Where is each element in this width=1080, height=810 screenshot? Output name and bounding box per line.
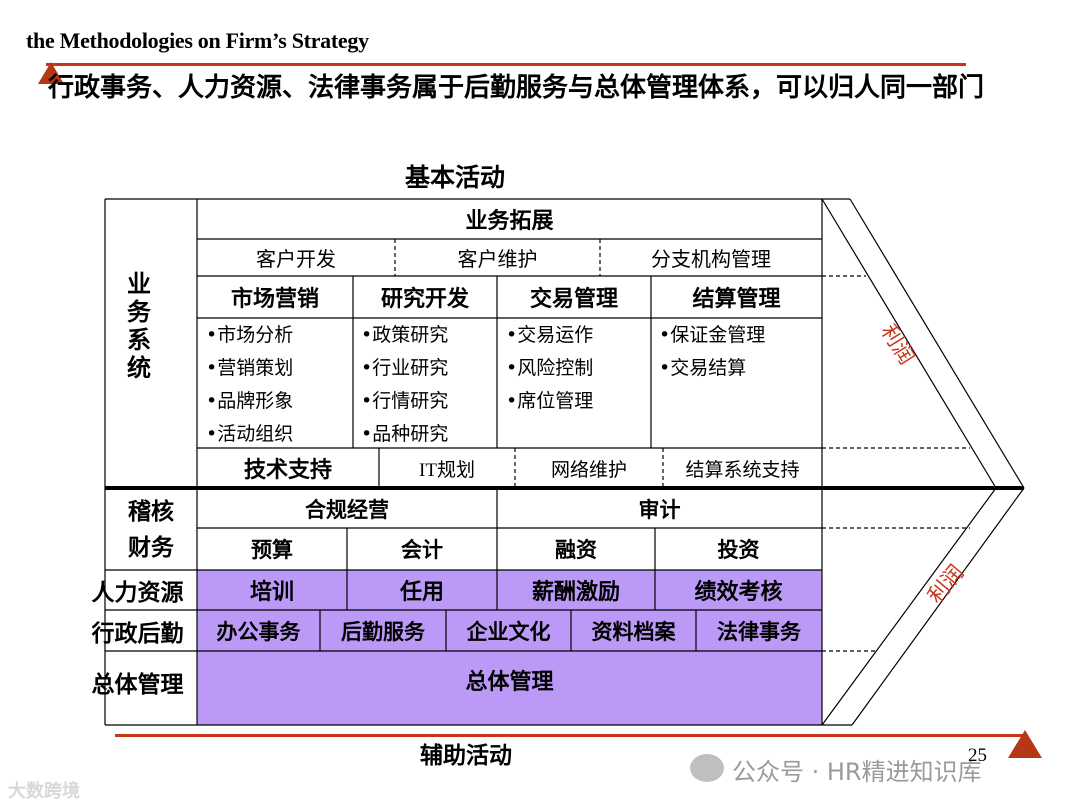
triangle-marker-icon [1008, 730, 1042, 758]
row-label-admin: 行政后勤 [91, 620, 184, 647]
admin-item-archives: 资料档案 [591, 619, 676, 644]
finance-item-financing: 融资 [555, 538, 597, 562]
business-expansion-title: 业务拓展 [465, 209, 554, 234]
wechat-icon [690, 754, 724, 782]
general-row-highlight [197, 651, 822, 725]
admin-item-legal: 法律事务 [717, 619, 801, 644]
tech-support-title: 技术支持 [243, 458, 332, 483]
admin-item-culture: 企业文化 [466, 619, 551, 644]
business-system-label: 业务系统 [127, 270, 151, 382]
hr-item-training: 培训 [249, 580, 294, 605]
column-title-trading: 交易管理 [529, 287, 618, 312]
expansion-item-customer-dev: 客户开发 [256, 247, 336, 271]
admin-item-office: 办公事务 [216, 619, 301, 644]
admin-item-logistics: 后勤服务 [341, 619, 425, 644]
row-label-hr: 人力资源 [91, 580, 184, 606]
hr-item-performance: 绩效考核 [694, 580, 783, 605]
list-item: •品种研究 [361, 423, 449, 445]
audit-item-compliance: 合规经营 [305, 498, 389, 522]
list-item: •市场分析 [206, 324, 294, 346]
support-activity-label: 辅助活动 [420, 743, 512, 769]
expansion-item-customer-maint: 客户维护 [457, 247, 538, 271]
finance-item-investment: 投资 [717, 538, 760, 562]
basic-activity-label: 基本活动 [405, 163, 506, 192]
page-number: 25 [968, 745, 987, 766]
finance-item-budget: 预算 [251, 538, 293, 562]
corner-watermark: 大数跨境 [8, 781, 80, 802]
slide-subtitle: 行政事务、人力资源、法律事务属于后勤服务与总体管理体系，可以归人同一部门 [48, 73, 985, 103]
general-item-management: 总体管理 [465, 670, 554, 695]
list-item: •风险控制 [506, 357, 594, 379]
tech-item-network: 网络维护 [550, 458, 627, 481]
header-rule [46, 63, 966, 66]
list-item: •行业研究 [361, 357, 449, 379]
hr-row-highlight [197, 570, 822, 610]
list-item: •保证金管理 [659, 324, 766, 346]
row-label-audit: 稽核 [128, 499, 174, 525]
hr-item-compensation: 薪酬激励 [531, 580, 620, 605]
list-item: •交易结算 [659, 357, 747, 379]
row-label-finance: 财务 [128, 535, 174, 561]
triangle-marker-icon [38, 62, 64, 84]
header-title: the Methodologies on Firm’s Strategy [26, 28, 369, 53]
expansion-item-branch-mgmt: 分支机构管理 [651, 247, 771, 271]
list-item: •席位管理 [506, 390, 594, 412]
admin-row-highlight [197, 610, 822, 651]
audit-item-audit: 审计 [638, 498, 681, 522]
hr-item-appointment: 任用 [399, 580, 444, 605]
watermark-text: 公众号 · HR精进知识库 [732, 758, 982, 786]
column-title-rnd: 研究开发 [380, 287, 469, 312]
list-item: •营销策划 [206, 357, 294, 379]
tech-item-it-planning: IT规划 [419, 459, 475, 481]
list-item: •交易运作 [506, 324, 594, 346]
tech-item-settlement-system: 结算系统支持 [685, 458, 800, 481]
row-label-general: 总体管理 [91, 672, 184, 698]
footer-rule [115, 734, 1025, 737]
column-title-marketing: 市场营销 [230, 287, 319, 312]
list-item: •活动组织 [206, 423, 294, 445]
column-title-settlement: 结算管理 [692, 287, 781, 312]
list-item: •品牌形象 [206, 390, 294, 412]
list-item: •政策研究 [361, 324, 449, 346]
list-item: •行情研究 [361, 390, 449, 412]
finance-item-accounting: 会计 [401, 538, 443, 562]
